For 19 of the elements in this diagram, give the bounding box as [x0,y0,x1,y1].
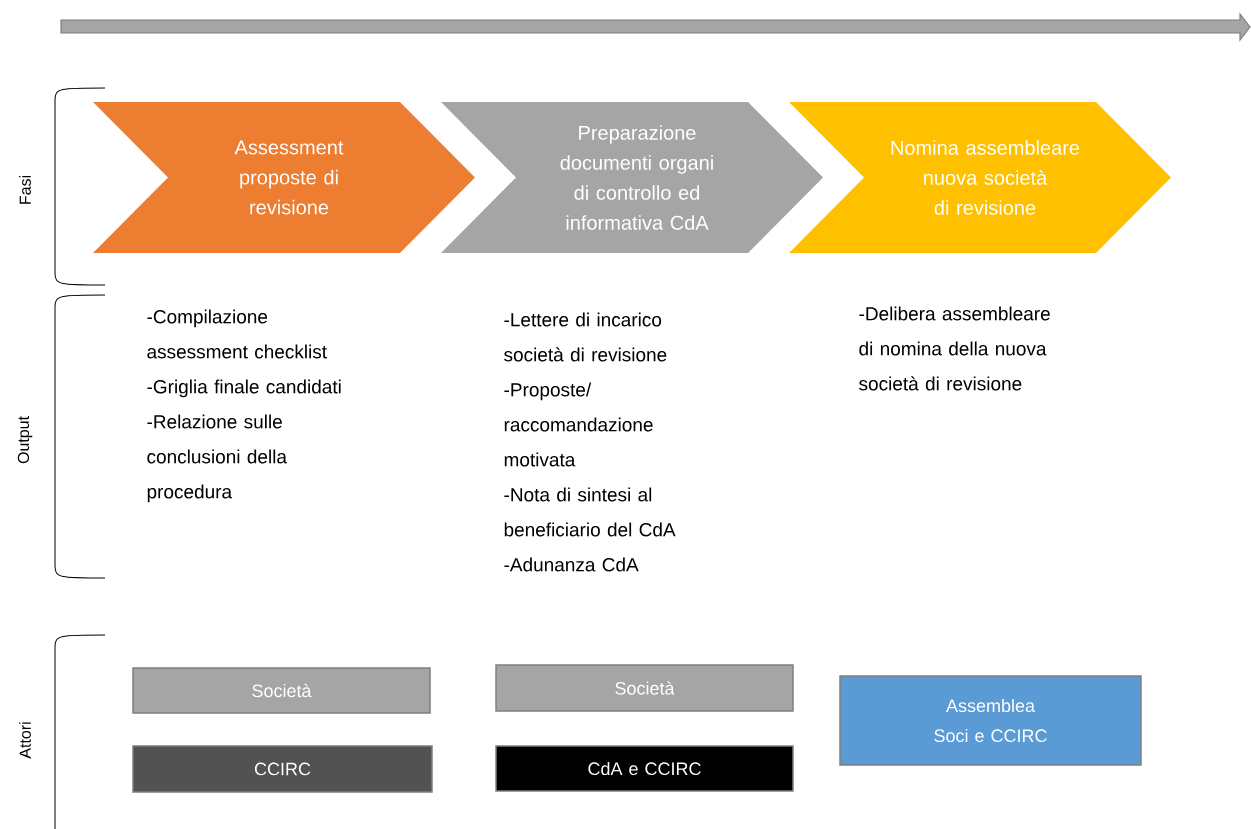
row-label: Attori [19,722,31,759]
output-item: -Proposte/ raccomandazione motivata [504,382,653,467]
output-item: -Relazione sulle conclusioni della procedura [147,414,287,503]
actor-box: CCIRC [132,745,433,793]
row-label: Fasi [19,175,31,204]
output-item: -Griglia finale candidati [147,379,341,398]
phase-step: Nomina assembleare nuova società di revisione [789,102,1171,253]
phase-step: Preparazione documenti organi di controllo ed informativa CdA [441,102,823,253]
output-item: -Nota di sintesi al beneficiario del CdA [504,487,676,537]
actor-box: CdA e CCIRC [495,745,794,792]
phase-step: Assessment proposte di revisione [93,102,475,253]
output-item: -Compilazione assessment checklist [147,309,327,359]
actor-box: Assemblea Soci e CCIRC [839,675,1142,766]
row-label: Output [17,416,33,464]
output-item: -Delibera assembleare di nomina della nuova società di revisione [859,306,1050,391]
actor-box: Società [495,664,794,712]
output-item: -Adunanza CdA [504,557,639,572]
actor-box: Società [132,667,431,714]
output-item: -Lettere di incarico società di revisione [504,312,667,362]
